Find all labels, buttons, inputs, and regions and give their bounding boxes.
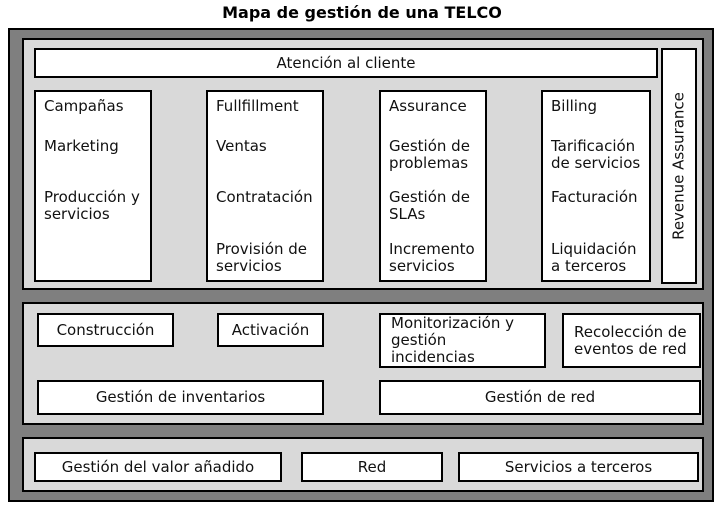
- atencion-cliente-box: Atención al cliente: [34, 48, 658, 78]
- revenue-assurance-box: Revenue Assurance: [661, 48, 697, 284]
- column-item: Gestión de SLAs: [389, 188, 470, 223]
- valor-anadido-box: Gestión del valor añadido: [34, 452, 282, 482]
- column-item: Assurance: [389, 97, 467, 115]
- column-assurance: Assurance Gestión de problemas Gestión d…: [379, 90, 487, 282]
- column-campanas: Campañas Marketing Producción y servicio…: [34, 90, 152, 282]
- column-item: Marketing: [44, 137, 119, 155]
- column-billing: Billing Tarificación de servicios Factur…: [541, 90, 651, 282]
- construccion-box: Construcción: [37, 313, 174, 347]
- column-item: Facturación: [551, 188, 638, 206]
- activacion-box: Activación: [217, 313, 324, 347]
- servicios-terceros-box: Servicios a terceros: [458, 452, 699, 482]
- diagram-title: Mapa de gestión de una TELCO: [222, 3, 502, 22]
- revenue-assurance-label: Revenue Assurance: [669, 92, 688, 240]
- column-item: Campañas: [44, 97, 124, 115]
- column-fullfillment: Fullfillment Ventas Contratación Provisi…: [206, 90, 324, 282]
- operations-panel: Construcción Activación Monitorización y…: [22, 302, 704, 425]
- customer-management-panel: Atención al cliente Revenue Assurance Ca…: [22, 38, 704, 290]
- column-item: Incremento servicios: [389, 240, 475, 275]
- column-item: Contratación: [216, 188, 313, 206]
- column-item: Liquidación a terceros: [551, 240, 637, 275]
- column-item: Tarificación de servicios: [551, 137, 641, 172]
- monitorizacion-box: Monitorización y gestión incidencias: [379, 313, 546, 368]
- red-box: Red: [301, 452, 443, 482]
- gestion-red-box: Gestión de red: [379, 380, 701, 415]
- column-item: Producción y servicios: [44, 188, 140, 223]
- telco-map-container: Atención al cliente Revenue Assurance Ca…: [8, 28, 714, 502]
- column-item: Gestión de problemas: [389, 137, 470, 172]
- column-item: Ventas: [216, 137, 267, 155]
- column-item: Fullfillment: [216, 97, 299, 115]
- column-item: Billing: [551, 97, 597, 115]
- infrastructure-panel: Gestión del valor añadido Red Servicios …: [22, 437, 704, 492]
- column-item: Provisión de servicios: [216, 240, 308, 275]
- inventarios-box: Gestión de inventarios: [37, 380, 324, 415]
- recoleccion-box: Recolección de eventos de red: [562, 313, 701, 368]
